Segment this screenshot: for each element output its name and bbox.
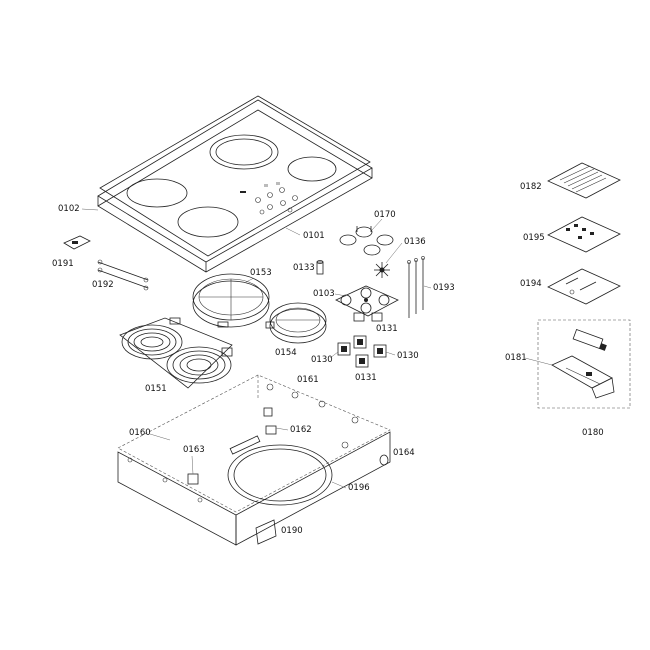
radiant-element-small (265, 302, 327, 344)
label-0193: 0193 (433, 283, 455, 293)
housing-ring (227, 444, 333, 506)
wire-clips (97, 259, 149, 291)
label-0131-a: 0131 (376, 324, 398, 334)
plug-0164 (379, 454, 389, 466)
label-0154: 0154 (275, 348, 297, 358)
label-0192: 0192 (92, 280, 114, 290)
small-cylinder-part (316, 260, 324, 275)
cooking-zone-rear-right (287, 156, 337, 182)
label-0190: 0190 (281, 526, 303, 536)
adhesive-tube (572, 329, 607, 351)
manual-pack-0182 (547, 162, 621, 199)
label-0101: 0101 (303, 231, 325, 241)
dual-coil-element (119, 317, 233, 389)
rod-set (407, 256, 425, 318)
control-markings (240, 182, 298, 215)
cooking-zone-front-left (126, 178, 188, 208)
label-0170: 0170 (374, 210, 396, 220)
label-0163: 0163 (183, 445, 205, 455)
label-0130-b: 0130 (397, 351, 419, 361)
label-0136: 0136 (404, 237, 426, 247)
cooktop-housing (117, 374, 391, 546)
label-0131-b: 0131 (355, 373, 377, 383)
label-0161: 0161 (297, 375, 319, 385)
connector-0162 (263, 407, 277, 435)
wire-harness (229, 435, 261, 455)
label-0194: 0194 (520, 279, 542, 289)
cooking-zone-front-right (177, 206, 239, 238)
cooktop-glass-panel (97, 95, 373, 273)
label-0151: 0151 (145, 384, 167, 394)
energy-regulators (337, 335, 387, 368)
label-0133: 0133 (293, 263, 315, 273)
radiant-element-large (192, 273, 270, 328)
label-0181: 0181 (505, 353, 527, 363)
label-0160: 0160 (129, 428, 151, 438)
label-0195: 0195 (523, 233, 545, 243)
screw-pack-0195 (547, 216, 621, 253)
mounting-bracket-0181 (551, 355, 615, 399)
bracket-part (63, 235, 91, 250)
label-0191: 0191 (52, 259, 74, 269)
label-0130-a: 0130 (311, 355, 333, 365)
hardware-pack-0194 (547, 268, 621, 305)
label-0153: 0153 (250, 268, 272, 278)
label-0103: 0103 (313, 289, 335, 299)
label-0180: 0180 (582, 428, 604, 438)
terminal-0163 (187, 473, 199, 485)
label-0164: 0164 (393, 448, 415, 458)
kit-0180 (537, 319, 631, 409)
cooking-zone-rear-left (209, 134, 279, 170)
label-0196: 0196 (348, 483, 370, 493)
switch-assembly (335, 285, 399, 322)
label-0102: 0102 (58, 204, 80, 214)
star-spring-part (374, 262, 390, 278)
rating-plate (255, 519, 277, 545)
label-0182: 0182 (520, 182, 542, 192)
label-0162: 0162 (290, 425, 312, 435)
control-knobs (339, 226, 394, 256)
